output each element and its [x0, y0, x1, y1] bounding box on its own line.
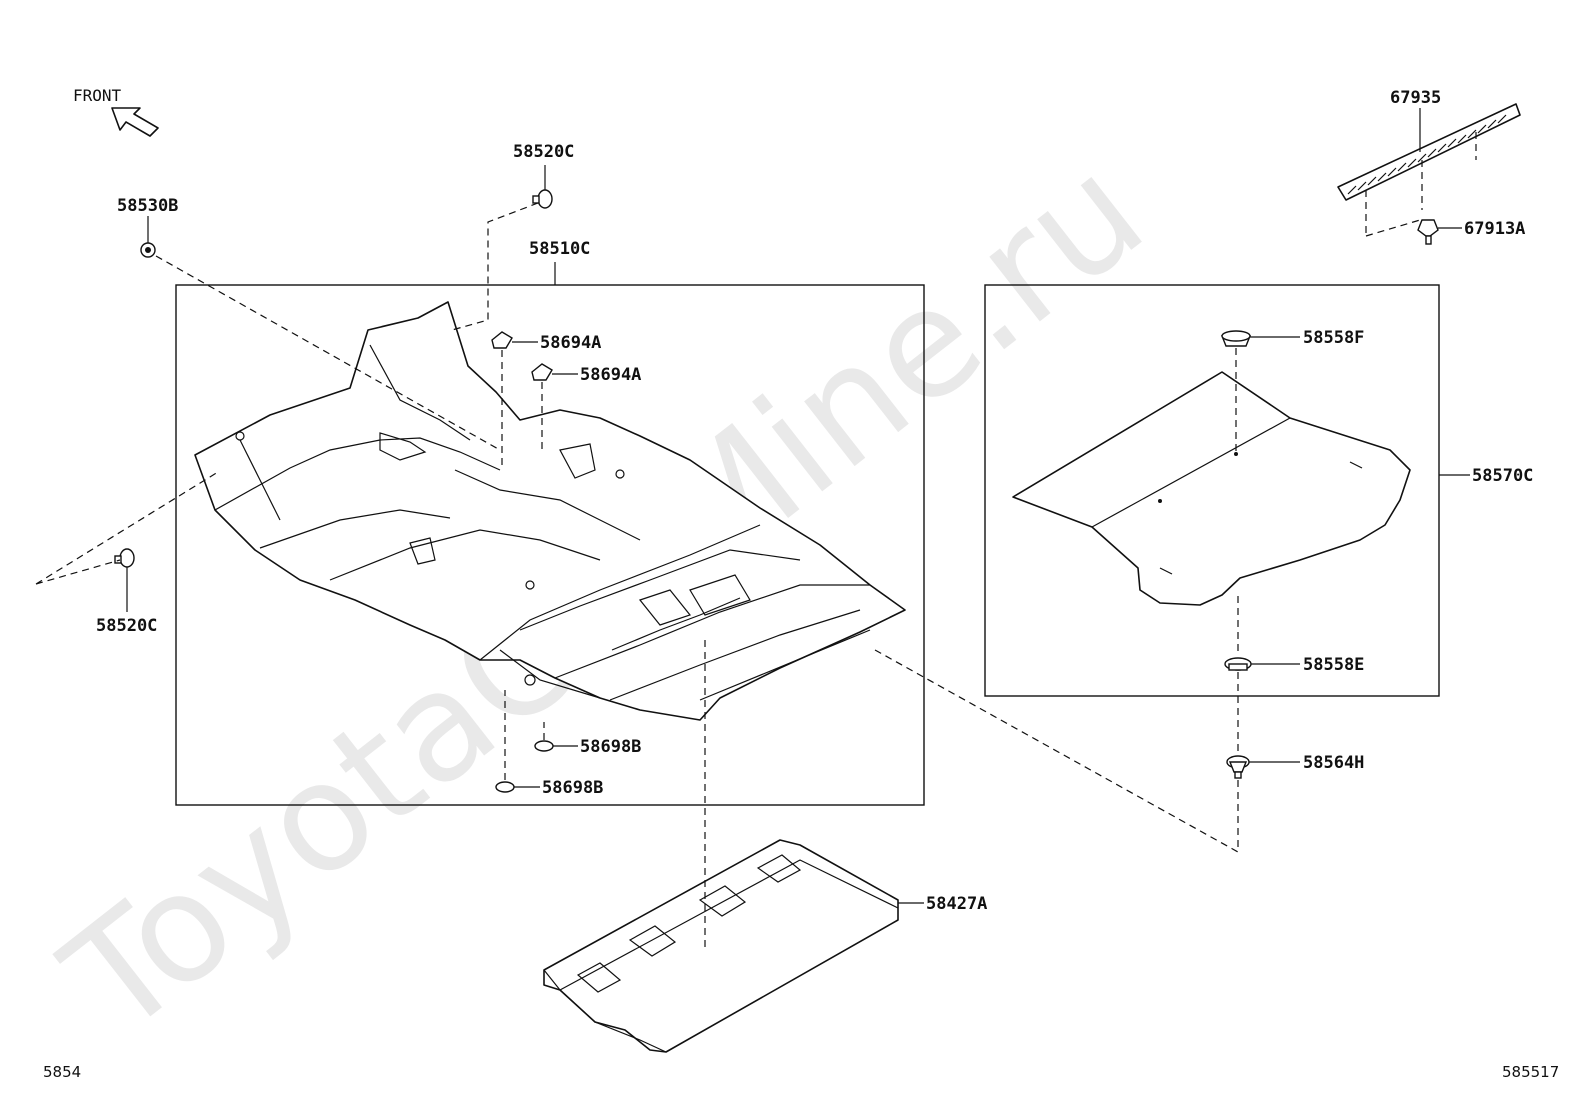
under-seat-tray [543, 839, 899, 1053]
part-label-58570c[interactable]: 58570C [1472, 466, 1533, 486]
clip-58530b-icon [140, 242, 156, 258]
part-label-58694a-2[interactable]: 58694A [580, 365, 641, 385]
clip-58694a-2-icon [531, 363, 553, 381]
clip-58558e-icon [1224, 657, 1252, 671]
part-label-58510c[interactable]: 58510C [529, 239, 590, 259]
clip-58564h-icon [1226, 755, 1250, 779]
clip-58520c-top-icon [532, 189, 553, 209]
part-label-58427a[interactable]: 58427A [926, 894, 987, 914]
rear-mat-frame [984, 284, 1440, 697]
part-label-58520c-top[interactable]: 58520C [513, 142, 574, 162]
assembly-line-58530b [155, 255, 501, 451]
clip-67913a-icon [1417, 219, 1439, 245]
part-label-67935[interactable]: 67935 [1390, 88, 1441, 108]
assembly-line-58520c-top [451, 202, 539, 331]
clip-58694a-1-icon [491, 331, 513, 349]
part-label-58698b-1[interactable]: 58698B [580, 737, 641, 757]
clip-58698b-1-icon [534, 740, 554, 752]
clip-58520c-left-icon [114, 548, 135, 568]
assembly-line-67935 [1365, 132, 1477, 237]
part-label-58564h[interactable]: 58564H [1303, 753, 1364, 773]
part-label-58698b-2[interactable]: 58698B [542, 778, 603, 798]
front-arrow-icon [111, 107, 159, 137]
rear-floor-mat [1012, 371, 1411, 606]
front-label: FRONT [73, 86, 122, 105]
clip-58698b-2-icon [495, 781, 515, 793]
part-label-58558f[interactable]: 58558F [1303, 328, 1364, 348]
corner-ref-left: 5854 [43, 1063, 81, 1081]
part-label-58520c-left[interactable]: 58520C [96, 616, 157, 636]
part-label-58694a-1[interactable]: 58694A [540, 333, 601, 353]
part-label-67913a[interactable]: 67913A [1464, 219, 1525, 239]
main-carpet-frame [175, 284, 925, 806]
assembly-line-rear [874, 649, 1239, 853]
floor-carpet-assembly [194, 301, 906, 721]
assembly-line-58520c-left [35, 471, 219, 585]
clip-58558f-icon [1220, 330, 1252, 347]
corner-ref-right: 585517 [1502, 1063, 1559, 1081]
scuff-plate [1337, 103, 1521, 201]
part-label-58558e[interactable]: 58558E [1303, 655, 1364, 675]
part-label-58530b[interactable]: 58530B [117, 196, 178, 216]
